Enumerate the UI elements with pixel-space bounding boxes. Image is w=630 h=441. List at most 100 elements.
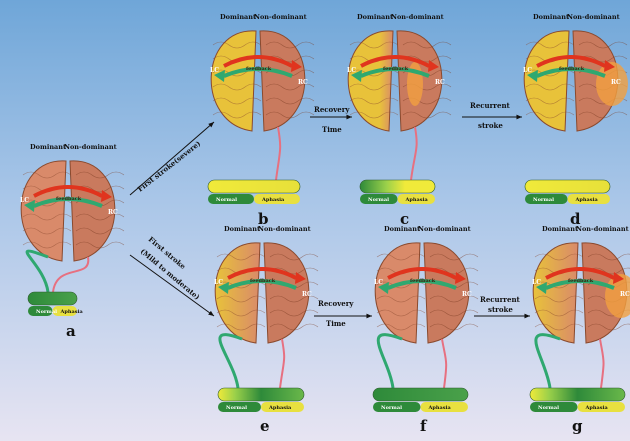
brain-panel-g: DominantNon-dominantLC feedbackRC Normal Ap… xyxy=(530,225,630,435)
rc-label: RC xyxy=(108,209,118,216)
dominant-hemisphere xyxy=(21,161,66,261)
aphasia-label: Aphasia xyxy=(405,197,429,203)
normal-label: Normal xyxy=(368,197,389,203)
aphasia-severity-bar xyxy=(530,388,625,401)
panel-letter-f: f xyxy=(420,417,428,435)
aphasia-severity-bar xyxy=(525,180,610,193)
arrow-recurrent-bottom-head xyxy=(524,314,530,319)
normal-label: Normal xyxy=(216,197,237,203)
non-dominant-label: Non-dominant xyxy=(576,225,629,233)
aphasia-label: Aphasia xyxy=(575,197,599,203)
dominant-hemisphere xyxy=(375,243,420,343)
feedback-label: feedback xyxy=(559,66,585,72)
left-descending-tract xyxy=(378,335,402,388)
dominant-label: Dominant xyxy=(533,13,569,21)
dominant-label: Dominant xyxy=(220,13,256,21)
feedback-label: feedback xyxy=(410,278,436,284)
aphasia-label: Aphasia xyxy=(268,405,292,411)
dominant-hemisphere xyxy=(348,31,393,131)
non-dominant-label: Non-dominant xyxy=(64,143,117,151)
aphasia-severity-bar xyxy=(360,180,435,193)
aphasia-label: Aphasia xyxy=(60,309,84,315)
aphasia-severity-bar xyxy=(208,180,300,193)
aphasia-severity-bar xyxy=(218,388,304,401)
lc-label: LC xyxy=(347,67,356,74)
dominant-label: Dominant xyxy=(30,143,66,151)
stroke-label-top: stroke xyxy=(478,121,503,130)
right-descending-tract xyxy=(411,127,417,180)
non-dominant-label: Non-dominant xyxy=(418,225,471,233)
first-stroke-severe-label: First stroke(severe) xyxy=(136,139,203,194)
dominant-label: Dominant xyxy=(542,225,578,233)
lc-label: LC xyxy=(374,279,383,286)
right-descending-tract xyxy=(442,339,446,388)
arrow-first-stroke-mild xyxy=(130,255,214,316)
dominant-hemisphere xyxy=(533,243,578,343)
non-dominant-label: Non-dominant xyxy=(254,13,307,21)
normal-label: Normal xyxy=(538,405,559,411)
rc-label: RC xyxy=(302,291,312,298)
dominant-label: Dominant xyxy=(384,225,420,233)
brain-panel-f: DominantNon-dominantLC feedbackRC Normal Ap… xyxy=(373,225,478,435)
non-dominant-label: Non-dominant xyxy=(391,13,444,21)
aphasia-label: Aphasia xyxy=(428,405,452,411)
right-descending-tract xyxy=(53,257,88,292)
arrow-recovery-top-head xyxy=(346,115,352,120)
rc-label: RC xyxy=(620,291,630,298)
normal-label: Normal xyxy=(533,197,554,203)
feedback-label: feedback xyxy=(250,278,276,284)
normal-label: Normal xyxy=(381,405,402,411)
dominant-label: Dominant xyxy=(357,13,393,21)
panel-letter-a: a xyxy=(66,322,76,340)
aphasia-label: Aphasia xyxy=(585,405,609,411)
rc-label: RC xyxy=(462,291,472,298)
stroke-label-bottom: stroke xyxy=(488,305,513,314)
feedback-label: feedback xyxy=(246,66,272,72)
recovery-label-top: Recovery xyxy=(314,105,350,114)
lc-label: LC xyxy=(532,279,541,286)
feedback-label: feedback xyxy=(568,278,594,284)
arrow-first-stroke-mild-head xyxy=(208,311,214,316)
aphasia-severity-bar xyxy=(373,388,468,401)
dominant-label: Dominant xyxy=(224,225,260,233)
recurrent-label-bottom: Recurrent xyxy=(480,295,521,304)
aphasia-label: Aphasia xyxy=(261,197,285,203)
normal-label: Normal xyxy=(36,309,57,315)
normal-label: Normal xyxy=(226,405,247,411)
rc-label: RC xyxy=(298,79,308,86)
recurrent-label-top: Recurrent xyxy=(470,101,511,110)
non-dominant-label: Non-dominant xyxy=(567,13,620,21)
feedback-label: feedback xyxy=(56,196,82,202)
brain-panel-d: DominantNon-dominantLC feedbackRC Normal Ap… xyxy=(523,13,628,228)
lc-label: LC xyxy=(214,279,223,286)
rc-label: RC xyxy=(435,79,445,86)
lc-label: LC xyxy=(523,67,532,74)
lc-label: LC xyxy=(20,197,29,204)
rc-label: RC xyxy=(611,79,621,86)
aphasia-severity-bar xyxy=(28,292,77,305)
arrow-recovery-bottom-head xyxy=(366,314,372,319)
recovery-label-bottom: Recovery xyxy=(318,299,354,308)
panel-letter-e: e xyxy=(260,417,270,435)
dominant-hemisphere xyxy=(211,31,256,131)
panel-letter-g: g xyxy=(572,417,583,435)
arrow-recurrent-top-head xyxy=(516,115,522,120)
feedback-label: feedback xyxy=(383,66,409,72)
right-descending-tract xyxy=(280,339,284,388)
time-label-top: Time xyxy=(322,125,342,134)
right-descending-tract xyxy=(276,127,280,180)
lc-label: LC xyxy=(210,67,219,74)
time-label-bottom: Time xyxy=(326,319,346,328)
left-descending-tract xyxy=(220,335,242,388)
non-dominant-label: Non-dominant xyxy=(258,225,311,233)
dominant-hemisphere xyxy=(215,243,260,343)
right-descending-tract xyxy=(600,339,604,388)
left-descending-tract xyxy=(27,251,48,292)
left-descending-tract xyxy=(536,335,560,388)
